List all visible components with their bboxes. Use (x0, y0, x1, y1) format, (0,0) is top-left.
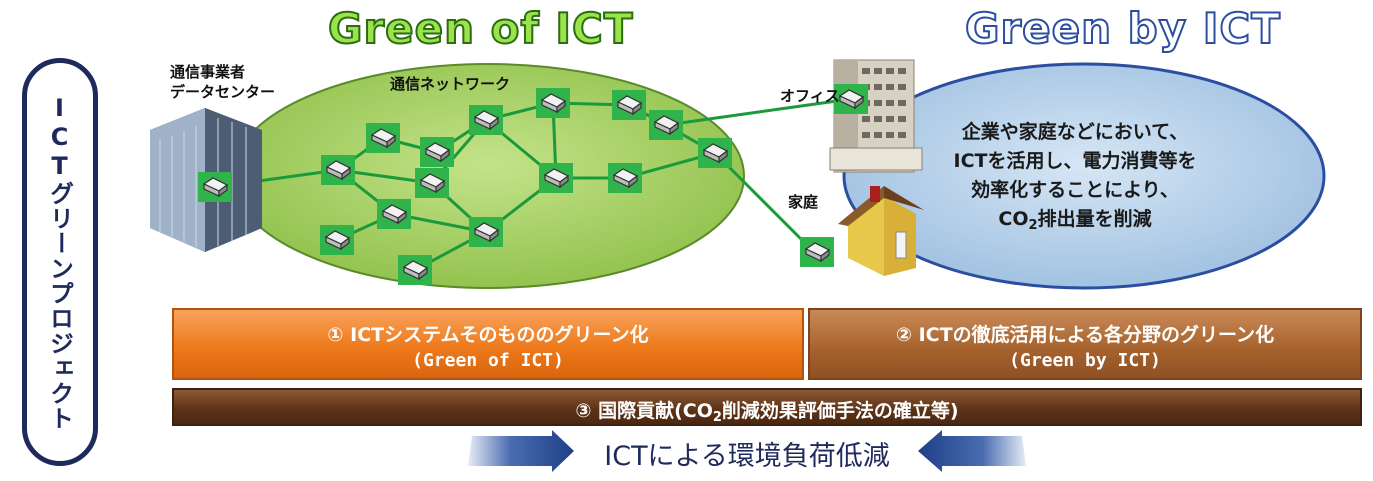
router-icon (535, 87, 571, 119)
router-icon (414, 167, 450, 199)
network-label: 通信ネットワーク (390, 75, 511, 93)
bubble-line2: ICTを活用し、電力消費等を (953, 150, 1197, 172)
arrow-right-icon (468, 430, 574, 472)
bar-green-by-ict: ② ICTの徹底活用による各分野のグリーン化 (Green by ICT) (808, 308, 1362, 380)
green-of-ict-ellipse (231, 63, 745, 289)
green-by-ict-description: 企業や家庭などにおいて、 ICTを活用し、電力消費等を 効率化することにより、 … (915, 118, 1235, 240)
green-by-ict-ellipse (842, 62, 1326, 290)
bar-green-of-ict: ① ICTシステムそのもののグリーン化 (Green of ICT) (172, 308, 804, 380)
bubble-line3: 効率化することにより、 (971, 179, 1179, 201)
router-icon (697, 137, 733, 169)
green-of-ict-title: Green of ICT (327, 3, 634, 54)
bubble-line1: 企業や家庭などにおいて、 (961, 121, 1189, 143)
datacenter-label: 通信事業者 データセンター (170, 62, 275, 102)
datacenter-label-line1: 通信事業者 (170, 63, 246, 81)
bar3-title: ③ 国際貢献(CO2削減効果評価手法の確立等) (575, 400, 959, 425)
router-icon (468, 216, 504, 248)
side-label-text: ICTグリーンプロジェクト (45, 93, 74, 431)
router-icon (397, 254, 433, 286)
router-icon (468, 104, 504, 136)
router-icon (648, 109, 684, 141)
house-icon (838, 186, 924, 276)
router-icon (799, 236, 835, 268)
bar2-subtitle: (Green by ICT) (1009, 350, 1161, 371)
bubble-line4: CO2排出量を削減 (998, 208, 1152, 233)
home-label: 家庭 (788, 193, 819, 211)
router-icon (319, 224, 355, 256)
bar1-title: ① ICTシステムそのもののグリーン化 (327, 324, 649, 346)
router-icon (419, 136, 455, 168)
environmental-load-reduction: ICTによる環境負荷低減 (604, 441, 890, 472)
bar-international-contribution: ③ 国際貢献(CO2削減効果評価手法の確立等) (172, 388, 1362, 426)
router-icon (538, 162, 574, 194)
green-by-ict-title: Green by ICT (964, 3, 1281, 54)
bar1-subtitle: (Green of ICT) (412, 350, 564, 371)
router-icon (365, 122, 401, 154)
side-project-label: ICTグリーンプロジェクト (22, 58, 98, 466)
router-icon (607, 162, 643, 194)
router-icon (197, 171, 233, 203)
router-icon (320, 154, 356, 186)
office-label: オフィス (780, 87, 840, 105)
router-icon (376, 198, 412, 230)
datacenter-label-line2: データセンター (170, 83, 276, 101)
bar2-title: ② ICTの徹底活用による各分野のグリーン化 (895, 324, 1275, 346)
arrow-left-icon (918, 430, 1026, 472)
router-icon (611, 89, 647, 121)
office-tower-icon (829, 59, 923, 173)
